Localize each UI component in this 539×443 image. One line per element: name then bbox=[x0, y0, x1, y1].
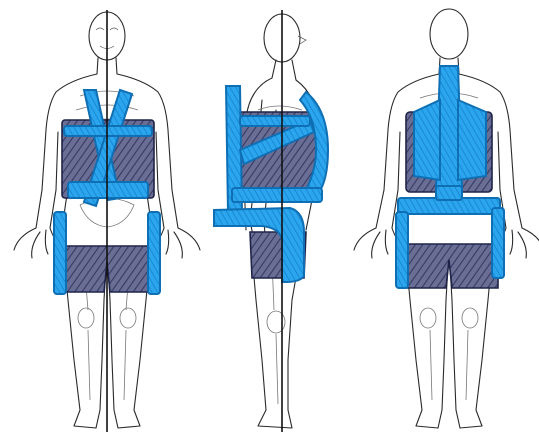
front-waist-belt bbox=[68, 182, 148, 198]
front-view-figure bbox=[14, 10, 200, 432]
side-waist-belt bbox=[232, 188, 322, 202]
back-upper-panel bbox=[414, 100, 440, 180]
back-view-figure bbox=[354, 9, 539, 428]
back-belt-buckle bbox=[436, 186, 462, 200]
front-side-panel-right bbox=[148, 212, 160, 294]
side-view-figure bbox=[214, 10, 328, 432]
back-side-panel-right bbox=[492, 208, 504, 278]
back-shorts bbox=[400, 244, 498, 288]
side-chest-strap bbox=[240, 116, 310, 126]
front-side-panel-left bbox=[54, 212, 66, 294]
back-upper-panel-right bbox=[458, 100, 486, 180]
front-shorts bbox=[60, 246, 156, 292]
front-chest-strap bbox=[64, 126, 152, 136]
back-side-panel-left bbox=[396, 212, 408, 288]
